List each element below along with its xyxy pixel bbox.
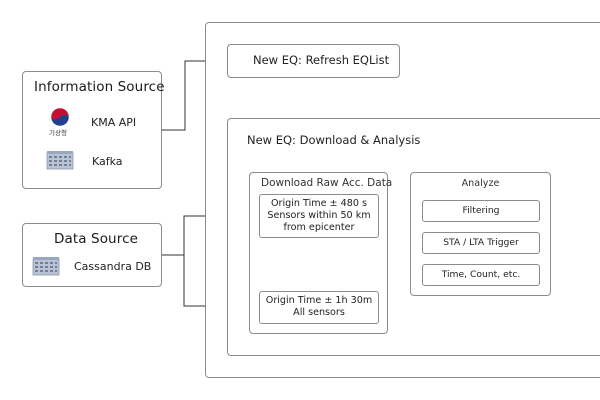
analyze-title: Analyze [461, 178, 500, 189]
kma-logo-icon [47, 106, 73, 136]
analyze-step-filtering [422, 200, 540, 222]
query-near-line-1: Origin Time ± 480 s [270, 198, 368, 209]
analyze-step-trigger [422, 232, 540, 254]
refresh-eqlist-node [227, 44, 400, 78]
download-raw-title: Download Raw Acc. Data [261, 177, 393, 189]
data-source-node [22, 223, 162, 287]
query-all-line-2: All sensors [293, 307, 345, 318]
analyze-step-metrics [422, 264, 540, 286]
database-building-icon [32, 256, 60, 276]
kma-logo-caption: 기상청 [49, 129, 67, 137]
query-all-node [259, 291, 379, 324]
cassandra-db-label: Cassandra DB [74, 260, 152, 273]
information-source-node [22, 71, 162, 189]
query-near-node [259, 194, 379, 238]
kafka-label: Kafka [92, 155, 123, 168]
data-source-title: Data Source [54, 231, 138, 247]
query-near-line-2: Sensors within 50 km [267, 210, 371, 221]
refresh-eqlist-title: New EQ: Refresh EQList [253, 53, 390, 67]
information-source-title: Information Source [34, 79, 165, 95]
analyze-step-trigger-label: STA / LTA Trigger [443, 237, 519, 248]
query-near-line-3: from epicenter [283, 222, 355, 233]
query-all-line-1: Origin Time ± 1h 30m [265, 295, 373, 306]
analyze-step-metrics-label: Time, Count, etc. [441, 269, 521, 280]
server-building-icon [46, 150, 74, 170]
kma-api-label: KMA API [91, 116, 137, 129]
analysis-title: New EQ: Download & Analysis [247, 133, 421, 147]
analyze-step-filtering-label: Filtering [462, 205, 500, 216]
